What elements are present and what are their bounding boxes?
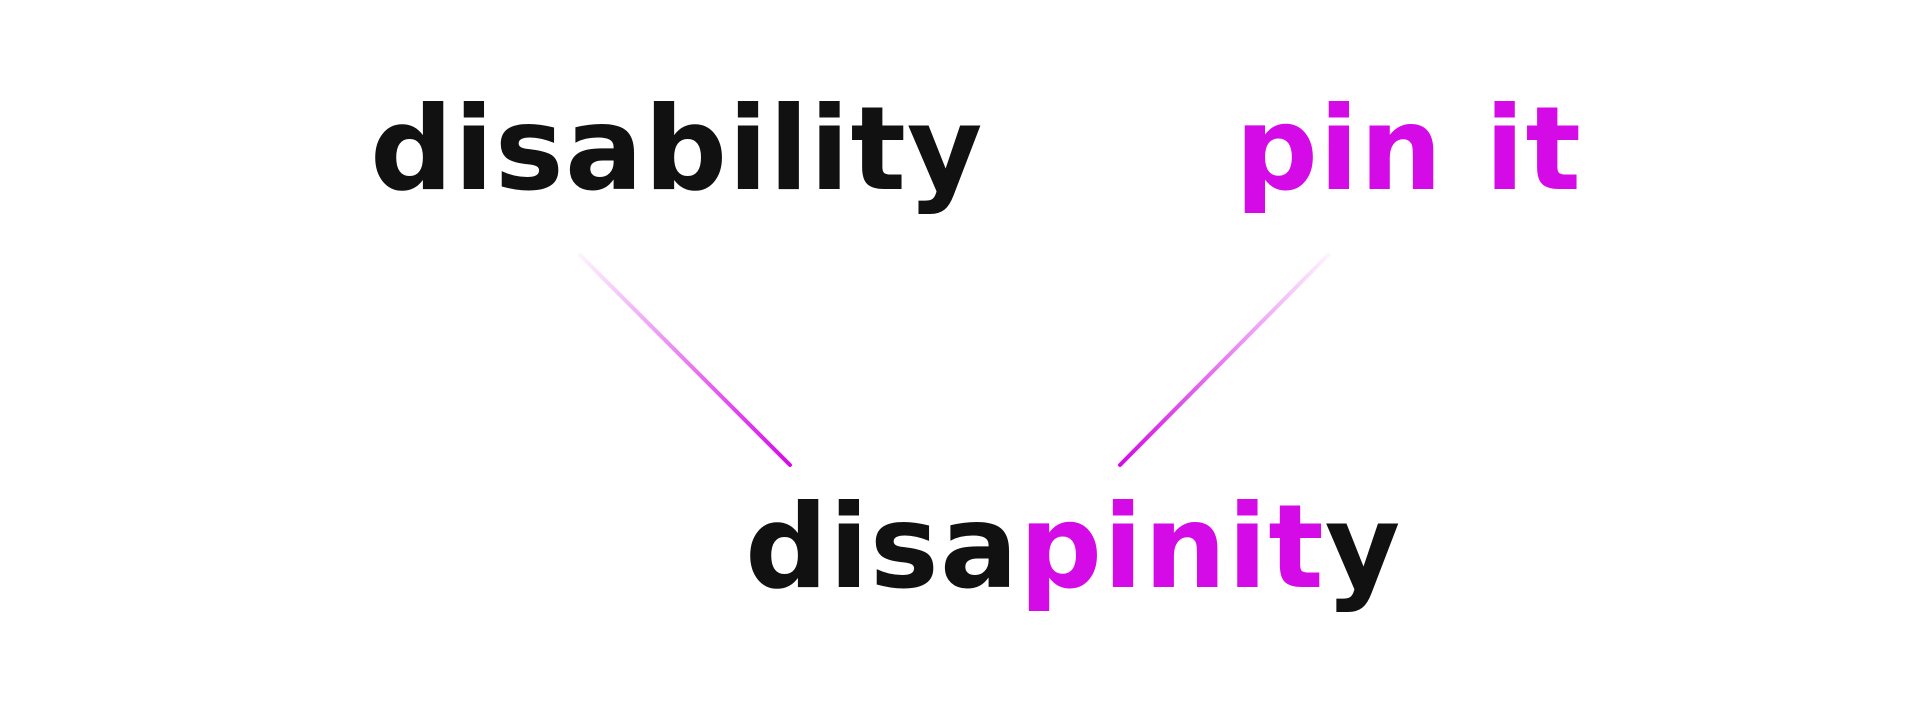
source-word-pin-it: pin it (1235, 82, 1582, 217)
blend-segment-disa: disa (745, 480, 1020, 615)
connector-right (1118, 253, 1330, 467)
blend-segment-y: y (1324, 480, 1402, 615)
connector-left (578, 253, 792, 467)
source-word-disability: disability (370, 82, 984, 217)
blended-word: disapinity (745, 490, 1401, 606)
blend-segment-pinit: pinit (1019, 480, 1325, 615)
